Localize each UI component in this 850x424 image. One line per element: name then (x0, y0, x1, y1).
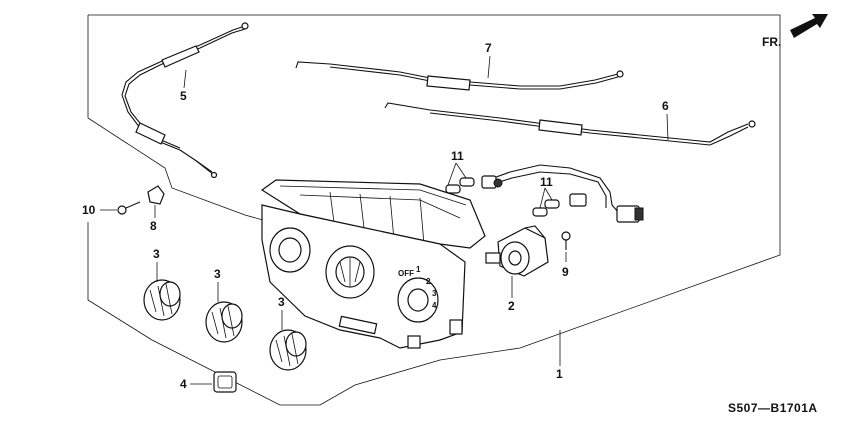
bulb-set-11-upper (445, 162, 475, 194)
front-direction-indicator: FR. (762, 14, 828, 49)
bulb-set-11-lower (532, 187, 560, 217)
panel-num-4: 4 (432, 301, 437, 310)
panel-num-1: 1 (416, 265, 421, 274)
panel-num-2: 2 (426, 277, 431, 286)
panel-num-3: 3 (432, 289, 437, 298)
callout-11-lower: 11 (540, 175, 553, 189)
knob-3-right (269, 329, 307, 371)
callout-10: 10 (82, 203, 96, 217)
callout-5: 5 (180, 89, 187, 103)
cable-5 (121, 22, 249, 179)
callout-7: 7 (485, 41, 492, 55)
heater-control-unit-1 (260, 179, 486, 349)
callout-11-upper: 11 (451, 149, 464, 163)
front-arrow-icon (790, 14, 828, 38)
assembly-boundary (87, 14, 781, 406)
panel-off-label: OFF (398, 269, 414, 278)
callout-2: 2 (508, 299, 515, 313)
drawing-code: S507—B1701A (728, 401, 818, 415)
cap-4 (213, 371, 237, 393)
clip-8 (147, 185, 165, 205)
cable-6 (384, 102, 756, 146)
knob-3-left (143, 279, 181, 321)
callout-1: 1 (556, 367, 563, 381)
screw-10 (117, 201, 141, 215)
callout-4: 4 (180, 377, 187, 391)
callout-3-left: 3 (153, 247, 160, 261)
callout-3-middle: 3 (214, 267, 221, 281)
wire-harness (481, 164, 644, 223)
cable-7 (295, 61, 624, 91)
knob-3-middle (205, 301, 243, 343)
assembly-boundary-inner (87, 117, 271, 223)
screw-9 (561, 231, 571, 250)
callout-8: 8 (150, 219, 157, 233)
callout-6: 6 (662, 99, 669, 113)
fan-switch-2 (485, 225, 549, 277)
callout-3-right: 3 (278, 295, 285, 309)
callout-9: 9 (562, 265, 569, 279)
front-direction-label: FR. (762, 35, 781, 49)
